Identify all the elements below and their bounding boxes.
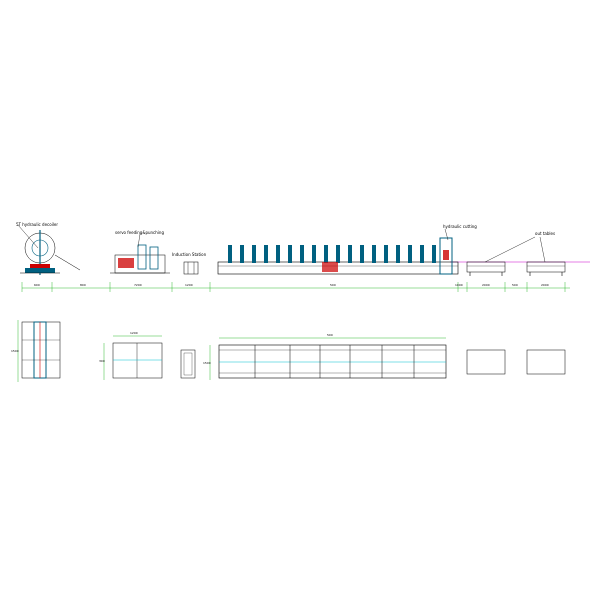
cutting-label: hydraulic cutting [443, 224, 477, 229]
dim-text: 2000 [482, 283, 490, 287]
elevation-view: 5T hydraulic decoiler servo feeding&punc… [16, 222, 590, 292]
decoiler-unit [17, 224, 81, 275]
main-plan-width: 500 [327, 333, 333, 337]
feeding-plan [103, 335, 163, 380]
forming-stands [228, 245, 436, 263]
dim-text: 600 [34, 283, 40, 287]
gearbox [322, 262, 338, 272]
out-tables [466, 236, 566, 276]
main-line-plan [209, 337, 447, 380]
feeding-plan-width: 1200 [130, 331, 138, 335]
decoiler-plan [17, 320, 61, 382]
decoiler-label: 5T hydraulic decoiler [16, 222, 58, 227]
out-tables-plan [466, 349, 566, 375]
plan-view: 1500 1200 300 [11, 320, 566, 382]
dim-text: 500 [330, 283, 336, 287]
dim-text: 500 [512, 283, 518, 287]
dim-text: 800 [80, 283, 86, 287]
dim-text: 7200 [134, 283, 142, 287]
dim-text: 1000 [455, 283, 463, 287]
induction-station [183, 261, 199, 275]
feeding-unit [110, 233, 170, 274]
elevation-dimension-line [21, 282, 570, 292]
induction-label: Induction Station [172, 252, 207, 257]
cutting-unit [439, 228, 453, 275]
feeding-label: servo feeding&punching [115, 230, 164, 235]
induction-plan [180, 349, 196, 379]
roll-forming-line [217, 245, 459, 275]
dim-text: 2000 [541, 283, 549, 287]
dim-text: 1200 [185, 283, 193, 287]
decoiler-plan-dim: 1500 [11, 349, 19, 353]
feeding-plan-height: 300 [99, 359, 105, 363]
main-plan-height: 1500 [203, 361, 211, 365]
out-tables-label: out tables [535, 231, 555, 236]
